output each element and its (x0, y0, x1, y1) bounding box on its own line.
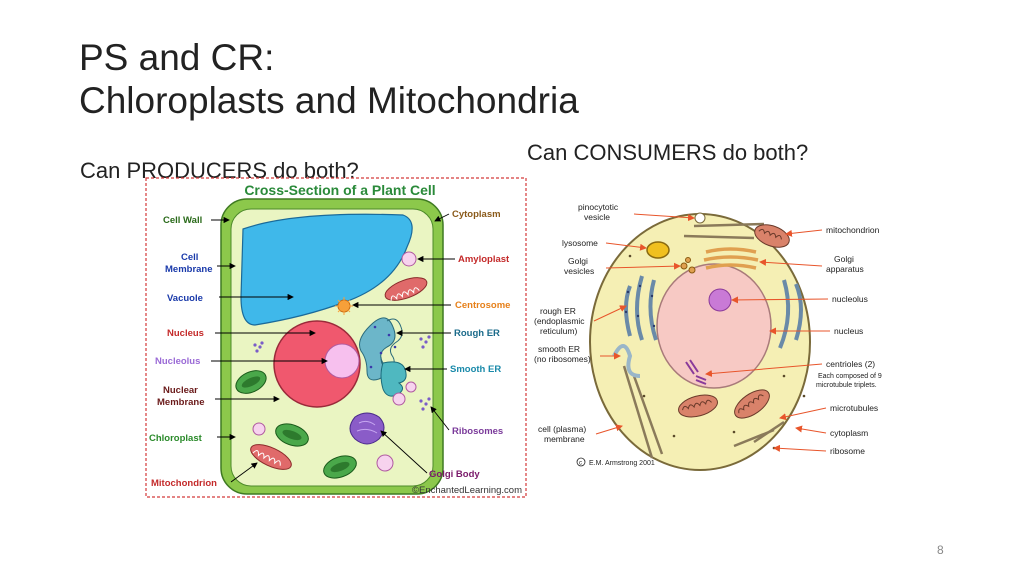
mitochondrion-lower (250, 444, 292, 470)
golgi-apparatus (703, 247, 759, 270)
title-line-2: Chloroplasts and Mitochondria (79, 80, 579, 121)
label-golgi-vesicles-2: vesicles (564, 266, 594, 276)
label-nucleolus: nucleolus (832, 294, 868, 304)
nucleolus (708, 288, 732, 312)
label-chloroplast: Chloroplast (149, 433, 203, 444)
chloroplast-1 (235, 370, 267, 394)
nucleus (273, 320, 361, 408)
label-cell-membrane-1: cell (plasma) (538, 424, 586, 434)
label-mitochondrion: mitochondrion (826, 225, 880, 235)
label-nuclear-membrane-2: Membrane (157, 397, 205, 408)
label-centrioles-note-1: Each composed of 9 (818, 373, 882, 380)
label-vacuole: Vacuole (167, 293, 203, 304)
label-smooth-er: Smooth ER (450, 364, 501, 375)
label-smooth-er-2: (no ribosomes) (534, 354, 591, 364)
label-cell-membrane-2: Membrane (165, 264, 213, 275)
label-ribosome: ribosome (830, 446, 865, 456)
label-cell-membrane-1: Cell (181, 252, 198, 263)
mitochondrion-upper (384, 277, 428, 301)
label-mitochondrion: Mitochondrion (151, 478, 217, 489)
label-centrosome: Centrosome (455, 300, 510, 311)
label-rough-er-2: (endoplasmic (534, 316, 585, 326)
lysosome (646, 241, 670, 259)
animal-credit: c E.M. Armstrong 2001 (576, 457, 655, 467)
label-rough-er: Rough ER (454, 328, 500, 339)
consumers-question: Can CONSUMERS do both? (527, 140, 809, 165)
label-rough-er-3: reticulum) (540, 326, 577, 336)
nucleolus (324, 343, 360, 379)
microtubules (622, 222, 785, 459)
label-microtubules: microtubules (830, 403, 878, 413)
label-golgi-vesicles-1: Golgi (568, 256, 588, 266)
label-rough-er-1: rough ER (540, 306, 576, 316)
label-cell-membrane-2: membrane (544, 434, 585, 444)
smooth-er (612, 344, 641, 378)
label-nucleolus: Nucleolus (155, 356, 200, 367)
mitochondrion-bottom-right (734, 389, 770, 419)
label-centrioles-note-2: microtubule triplets. (816, 382, 877, 389)
label-pinocytotic-2: vesicle (584, 212, 610, 222)
label-ribosomes: Ribosomes (452, 426, 503, 437)
label-nuclear-membrane-1: Nuclear (163, 385, 198, 396)
ribosome-clusters (253, 335, 431, 411)
label-centrioles: centrioles (2) (826, 359, 875, 369)
label-cell-wall: Cell Wall (163, 215, 202, 226)
amyloplast (401, 251, 417, 267)
label-cytoplasm: cytoplasm (830, 428, 868, 438)
animal-cell-diagram: pinocytotic vesicle lysosome Golgi vesic… (534, 202, 882, 471)
slide-title: PS and CR: Chloroplasts and Mitochondria (79, 36, 579, 122)
label-pinocytotic-1: pinocytotic (578, 202, 619, 212)
mitochondrion-top (754, 224, 790, 248)
golgi-body (349, 412, 385, 445)
label-lysosome: lysosome (562, 238, 598, 248)
chloroplast-3 (323, 455, 357, 479)
label-golgi-body: Golgi Body (429, 469, 480, 480)
plant-cell-diagram: Cross-Section of a Plant Cell (145, 177, 527, 498)
label-cytoplasm: Cytoplasm (452, 209, 501, 220)
label-golgi-apparatus-1: Golgi (834, 254, 854, 264)
golgi-vesicles (680, 257, 696, 274)
label-nucleus: Nucleus (167, 328, 204, 339)
title-line-1: PS and CR: (79, 37, 275, 78)
plant-credit: ©EnchantedLearning.com (412, 485, 522, 496)
svg-text:c: c (579, 461, 582, 467)
label-amyloplast: Amyloplast (458, 254, 510, 265)
pinocytotic-vesicle (694, 212, 706, 224)
label-nucleus: nucleus (834, 326, 863, 336)
centrioles (685, 359, 707, 385)
plant-cell-title: Cross-Section of a Plant Cell (244, 182, 435, 198)
label-smooth-er-1: smooth ER (538, 344, 580, 354)
animal-credit-text: E.M. Armstrong 2001 (589, 460, 655, 467)
label-golgi-apparatus-2: apparatus (826, 264, 864, 274)
page-number: 8 (937, 543, 944, 557)
nucleus (656, 263, 772, 389)
mitochondrion-bottom-left (678, 394, 718, 418)
chloroplast-2 (275, 423, 309, 447)
